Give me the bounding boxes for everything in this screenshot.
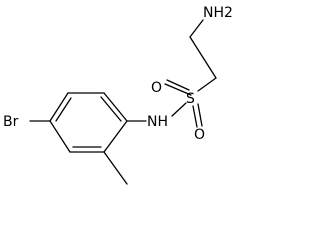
oxygen-bottom-label: O bbox=[194, 127, 205, 143]
bond-s-o-bottom bbox=[192, 105, 198, 128]
bond-s-nh bbox=[171, 102, 187, 117]
bond-s-o-top bbox=[166, 79, 190, 91]
ring-bond-1 bbox=[103, 92, 128, 122]
bond-ch2-s bbox=[197, 77, 217, 92]
oxygen-top-label: O bbox=[151, 80, 162, 96]
bond-s-o-top-double bbox=[164, 83, 192, 96]
bromine-label: Br bbox=[3, 114, 19, 130]
sulfur-label: S bbox=[186, 91, 195, 107]
molecule-structure: NH2 S O O NH Br bbox=[3, 5, 233, 185]
ring-bond-1-inner bbox=[100, 96, 122, 122]
nh2-label: NH2 bbox=[203, 5, 233, 21]
ring-bond-3-inner bbox=[55, 97, 72, 122]
nh-label: NH bbox=[147, 114, 168, 130]
ring-bond-3 bbox=[49, 92, 69, 122]
bond-ring-methyl bbox=[103, 151, 128, 185]
bond-nh2-ch2 bbox=[189, 19, 204, 38]
ring-bond-4 bbox=[49, 120, 71, 153]
ring-bond-6 bbox=[103, 120, 128, 153]
bond-s-o-bottom-double bbox=[197, 103, 203, 127]
bond-ch2-ch2 bbox=[189, 36, 217, 79]
